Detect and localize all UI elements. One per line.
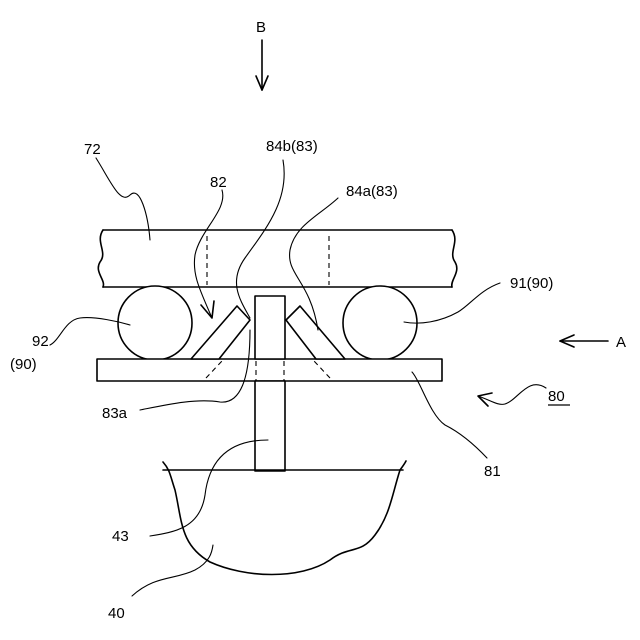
- label-92-group: (90): [10, 356, 37, 373]
- label-72: 72: [84, 141, 101, 158]
- inclined-pad-84b: [191, 306, 250, 359]
- center-post: [255, 296, 285, 359]
- lower-body-40: [163, 461, 406, 575]
- label-40: 40: [108, 605, 125, 622]
- label-view-b: B: [256, 19, 266, 36]
- shaft-43: [255, 381, 285, 471]
- label-84a: 84a(83): [346, 183, 398, 200]
- label-91: 91(90): [510, 275, 553, 292]
- base-plate-81: [97, 359, 442, 381]
- label-82: 82: [210, 174, 227, 191]
- view-arrow-a: [560, 335, 608, 347]
- upper-member-72: [98, 230, 457, 287]
- inclined-pad-84a: [286, 306, 345, 359]
- label-81: 81: [484, 463, 501, 480]
- roller-92: [118, 286, 192, 360]
- roller-91: [343, 286, 417, 360]
- view-arrow-b: [256, 40, 268, 90]
- label-84b: 84b(83): [266, 138, 318, 155]
- label-92: 92: [32, 333, 49, 350]
- label-43: 43: [112, 528, 129, 545]
- label-80: 80: [548, 388, 565, 405]
- label-view-a: A: [616, 334, 626, 351]
- label-83a: 83a: [102, 405, 128, 422]
